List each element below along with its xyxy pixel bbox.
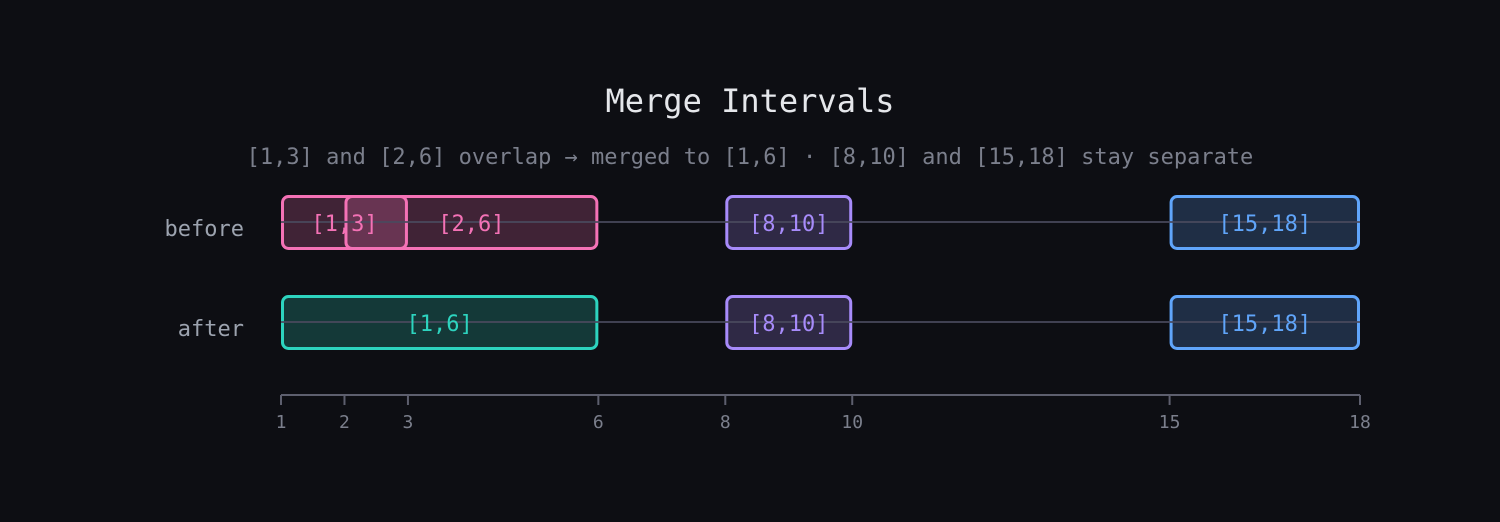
interval-label: [15,18] [1218, 312, 1311, 337]
diagram-title: Merge Intervals [606, 82, 895, 120]
row-label: after [178, 317, 244, 342]
interval-labels: [1,3] [2,6] [8,10] [15,18] [311, 212, 1311, 237]
axis-tick-label: 1 [276, 412, 287, 433]
interval-rows: before[1,3][2,6][8,10][15,18]after[1,6][… [165, 195, 1361, 350]
interval-label: [8,10] [749, 312, 828, 337]
row-label: before [165, 217, 244, 242]
interval-labels: [1,6] [8,10] [15,18] [407, 312, 1312, 337]
number-axis: 1 2 3 6 8 10 15 18 [276, 394, 1371, 433]
interval-label: [8,10] [749, 212, 828, 237]
axis-tick-label: 6 [593, 412, 604, 433]
row-before: before [1,3] [2,6] [8,10] [15,18] [165, 195, 1361, 250]
interval-label: [1,6] [407, 312, 473, 337]
interval-label: [2,6] [438, 212, 504, 237]
interval-label: [1,3] [311, 212, 377, 237]
axis-tick-label: 15 [1159, 412, 1181, 433]
interval-label: [15,18] [1218, 212, 1311, 237]
diagram-subtitle: [1,3] and [2,6] overlap → merged to [1,6… [247, 145, 1254, 170]
axis-tick-label: 3 [403, 412, 414, 433]
axis-tick-label: 8 [720, 412, 731, 433]
axis-tick-label: 2 [339, 412, 350, 433]
axis-tick-label: 10 [841, 412, 863, 433]
row-after: after [1,6] [8,10] [15,18] [178, 295, 1361, 350]
axis-tick-label: 18 [1349, 412, 1371, 433]
